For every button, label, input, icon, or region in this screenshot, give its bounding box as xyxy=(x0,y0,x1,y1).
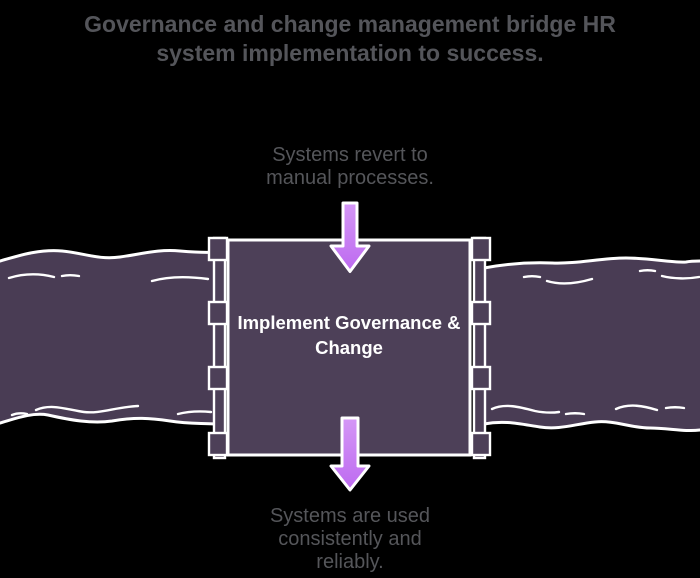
river-left-bottom-edge xyxy=(0,412,218,426)
river-right-bottom-edge xyxy=(482,420,700,433)
bridge-right-bracket xyxy=(470,236,492,460)
river-left-top-edge xyxy=(0,249,218,263)
bridge-box-label: Implement Governance & Change xyxy=(237,312,461,358)
river-right-top-edge xyxy=(482,256,700,270)
bridge-box xyxy=(226,238,472,457)
river-left xyxy=(0,250,216,424)
failure-caption: Systems revert to manual processes. xyxy=(266,144,434,189)
river-right-wave-lines xyxy=(490,269,700,416)
success-caption: Systems are used consistently and reliab… xyxy=(269,505,431,573)
down-arrow-icon-top xyxy=(329,201,371,273)
down-arrow-icon-bottom xyxy=(329,416,371,492)
page-title: Governance and change management bridge … xyxy=(84,11,616,66)
bridge-left-bracket xyxy=(207,236,229,460)
river-left-wave-lines xyxy=(7,273,213,417)
river-right xyxy=(484,258,700,431)
